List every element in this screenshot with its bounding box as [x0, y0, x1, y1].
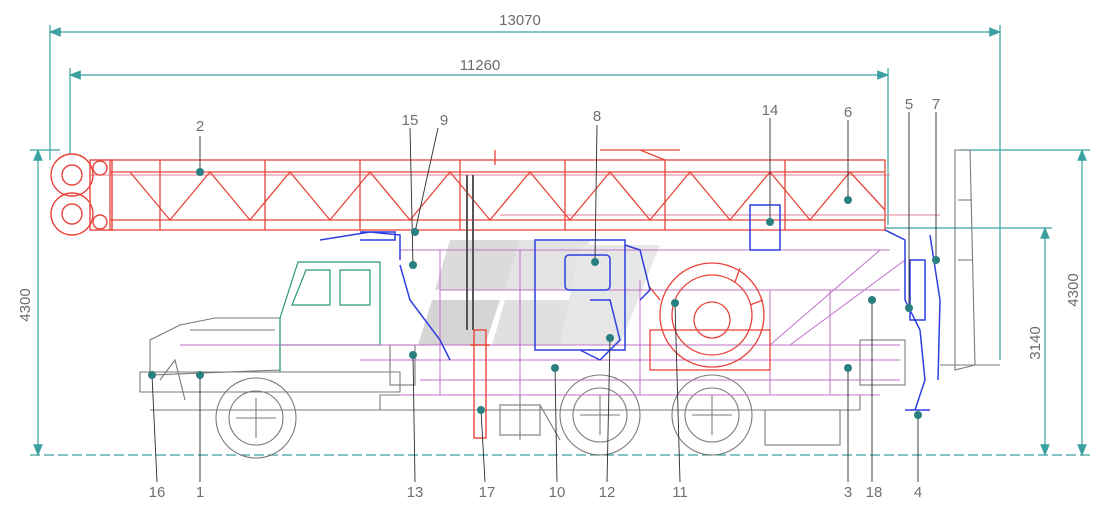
mast-length-label: 11260 [460, 57, 501, 74]
drill-pipe [466, 175, 474, 330]
callout-15: 15 [402, 112, 419, 129]
mast [109, 149, 886, 231]
callout-9: 9 [440, 112, 448, 129]
crown-block [50, 153, 113, 236]
leader-lines [151, 112, 937, 483]
leader-dots [148, 168, 940, 419]
callout-10: 10 [549, 484, 566, 501]
callout-2: 2 [196, 118, 204, 135]
callout-17: 17 [479, 484, 496, 501]
truck-cab [279, 261, 381, 372]
callout-18: 18 [866, 484, 883, 501]
inner-height-label: 3140 [1027, 326, 1044, 359]
dimension-lines [30, 25, 1090, 457]
hydraulic-system [319, 204, 941, 411]
callout-7: 7 [932, 96, 940, 113]
callout-13: 13 [407, 484, 424, 501]
rig-frame [90, 174, 940, 396]
callout-14: 14 [762, 102, 779, 119]
overall-length-label: 13070 [499, 12, 541, 29]
winch-drum [647, 262, 771, 371]
callout-12: 12 [599, 484, 616, 501]
callout-8: 8 [593, 108, 601, 125]
callout-1: 1 [196, 484, 204, 501]
callout-6: 6 [844, 104, 852, 121]
right-height-label: 4300 [1065, 273, 1082, 306]
watermark-logo [418, 240, 660, 345]
left-height-label: 4300 [17, 288, 34, 321]
callout-labels: 2 15 9 8 14 6 5 7 16 1 13 17 10 12 11 3 … [149, 96, 941, 501]
rear-wheel-1 [559, 374, 641, 456]
front-wheel [215, 377, 297, 459]
callout-11: 11 [672, 484, 688, 501]
dimension-labels: 13070 11260 4300 4300 3140 [17, 12, 1082, 360]
callout-3: 3 [844, 484, 852, 501]
support-cylinder [470, 329, 490, 439]
rear-support [940, 149, 1000, 371]
callout-5: 5 [905, 96, 913, 113]
callout-16: 16 [149, 484, 166, 501]
rear-wheel-2 [671, 374, 753, 456]
callout-4: 4 [914, 484, 922, 501]
